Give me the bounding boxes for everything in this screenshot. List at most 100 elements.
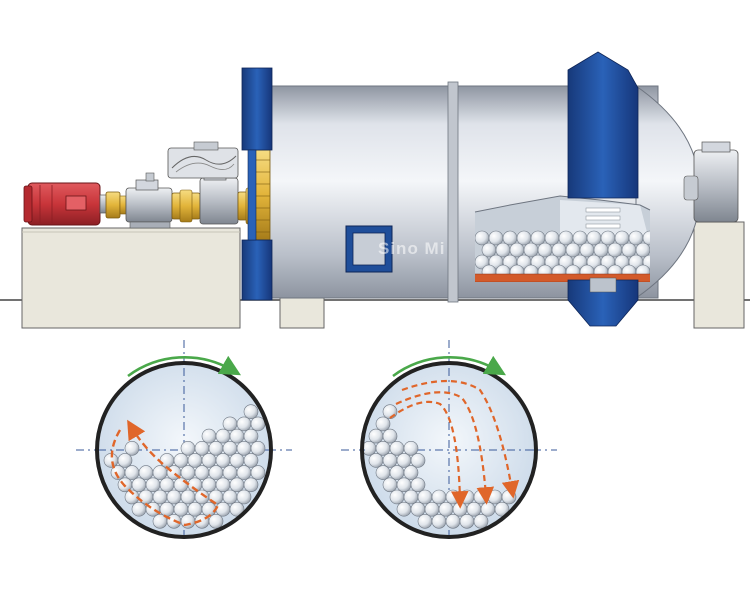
grinding-ball <box>586 230 602 246</box>
rotation-arrow-cascading <box>127 355 242 378</box>
grinding-ball <box>131 477 147 493</box>
grinding-media-cutaway <box>475 230 650 280</box>
cataract-path-3 <box>401 379 520 499</box>
grinding-ball <box>417 513 433 529</box>
grinding-ball <box>236 465 252 480</box>
cataract-path-1 <box>389 400 469 509</box>
grinding-ball <box>250 465 266 480</box>
grinding-ball <box>215 501 231 517</box>
grinding-ball <box>480 501 496 517</box>
grinding-ball <box>445 489 461 505</box>
grinding-ball <box>614 230 630 246</box>
grinding-ball <box>459 489 475 505</box>
grinding-ball <box>473 513 489 529</box>
grinding-ball <box>558 230 574 246</box>
grinding-ball <box>544 230 560 246</box>
grinding-ball <box>222 489 238 505</box>
grinding-ball <box>523 242 539 258</box>
grinding-ball <box>222 465 238 480</box>
grinding-ball <box>642 254 650 270</box>
grinding-ball <box>208 440 224 456</box>
grinding-ball <box>473 489 489 505</box>
grinding-ball <box>466 501 482 517</box>
grinding-ball <box>403 440 419 456</box>
grinding-ball <box>201 428 217 444</box>
grinding-ball <box>509 242 525 258</box>
grinding-ball <box>229 501 245 517</box>
grinding-ball <box>495 242 511 258</box>
grinding-ball <box>180 489 196 505</box>
grinding-ball <box>173 501 189 517</box>
girth-gear <box>253 149 271 241</box>
grinding-ball <box>173 453 189 468</box>
grinding-ball <box>487 489 503 505</box>
grinding-ball <box>431 513 447 529</box>
grinding-ball <box>159 501 175 517</box>
grinding-ball <box>201 501 217 517</box>
grinding-ball <box>501 489 517 505</box>
grinding-ball <box>250 416 266 432</box>
coupling-left <box>105 191 127 219</box>
grinding-ball <box>628 230 644 246</box>
grinding-ball <box>621 242 637 258</box>
grinding-ball <box>642 230 650 246</box>
brake-unit <box>167 141 239 225</box>
grinding-ball <box>438 501 454 517</box>
motor <box>23 182 109 226</box>
grinding-ball <box>236 489 252 505</box>
grinding-ball <box>180 440 196 456</box>
grinding-ball <box>607 242 623 258</box>
manhole-door <box>345 225 393 273</box>
grinding-ball <box>159 477 175 493</box>
grinding-ball <box>180 465 196 480</box>
grinding-ball <box>222 416 238 432</box>
grinding-ball <box>208 489 224 505</box>
grinding-ball <box>208 513 224 529</box>
grinding-ball <box>243 428 259 444</box>
cataract-path-2 <box>395 391 495 505</box>
grinding-ball <box>124 440 140 456</box>
grinding-ball <box>243 453 259 468</box>
grinding-ball <box>222 440 238 456</box>
grinding-ball <box>159 453 175 468</box>
grinding-ball <box>215 477 231 493</box>
grinding-ball <box>572 230 588 246</box>
grinding-ball <box>417 489 433 505</box>
grinding-ball <box>187 453 203 468</box>
grinding-ball <box>229 428 245 444</box>
grinding-ball <box>481 242 497 258</box>
shell-cutaway <box>475 196 650 282</box>
grinding-ball <box>410 477 426 493</box>
grinding-ball <box>201 453 217 468</box>
grinding-ball <box>382 428 398 444</box>
grinding-ball <box>530 230 546 246</box>
grinding-ball <box>368 428 384 444</box>
grinding-ball <box>579 242 595 258</box>
grinding-media-cataracting <box>362 404 517 529</box>
grinding-ball <box>403 465 419 480</box>
grinding-ball <box>502 230 518 246</box>
grinding-ball <box>173 477 189 493</box>
grinding-ball <box>403 489 419 505</box>
grinding-ball <box>215 453 231 468</box>
grinding-ball <box>145 477 161 493</box>
grinding-ball <box>208 465 224 480</box>
trunnion-bearing-right <box>683 141 739 223</box>
grinding-ball <box>375 416 391 432</box>
bearing-pedestal-right <box>693 221 745 329</box>
grinding-ball <box>194 440 210 456</box>
grinding-ball <box>516 230 532 246</box>
grinding-ball <box>445 513 461 529</box>
grinding-ball <box>368 453 384 468</box>
grinding-ball <box>396 477 412 493</box>
grinding-ball <box>117 453 133 468</box>
grinding-ball <box>452 501 468 517</box>
coupling-middle <box>171 189 201 223</box>
inlet-flange <box>241 67 273 301</box>
grinding-ball <box>593 242 609 258</box>
grinding-ball <box>424 501 440 517</box>
drum-cataracting <box>341 340 557 539</box>
grinding-ball <box>124 465 140 480</box>
grinding-ball <box>187 501 203 517</box>
